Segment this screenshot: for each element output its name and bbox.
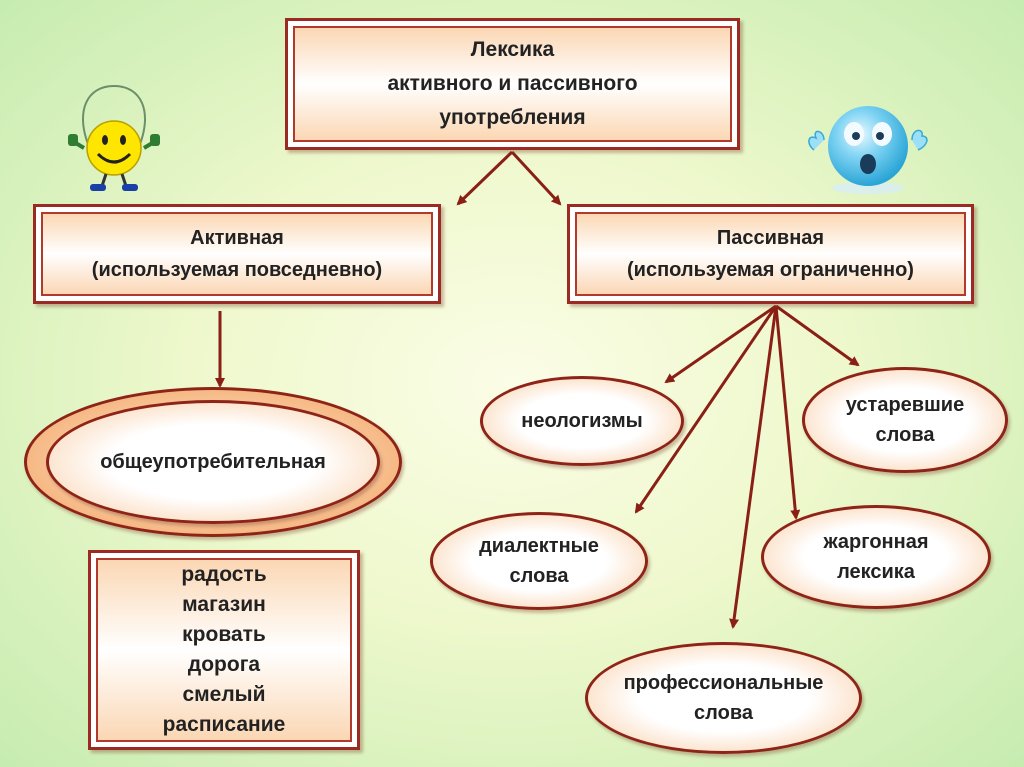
- title-line-1: Лексика: [470, 38, 555, 61]
- neologisms-oval: неологизмы: [480, 376, 684, 466]
- jargon-oval: жаргонная лексика: [761, 505, 991, 609]
- example-word: кровать: [182, 623, 266, 646]
- arrow-to-neologisms: [664, 304, 777, 384]
- common-oval-label: общеупотребительная: [100, 451, 326, 473]
- archaic-label-line-2: слова: [875, 424, 935, 446]
- passive-box: Пассивная (используемая ограниченно): [567, 204, 974, 304]
- passive-subtitle: (используемая ограниченно): [627, 259, 914, 281]
- arrow-to-archaic: [775, 304, 860, 367]
- arrow-to-dialect: [634, 305, 778, 514]
- title-box: Лексика активного и пассивного употребле…: [285, 18, 740, 150]
- professional-label-line-2: слова: [694, 702, 753, 724]
- title-line-3: употребления: [439, 106, 586, 129]
- active-box: Активная (используемая повседневно): [33, 204, 441, 304]
- example-word: дорога: [187, 653, 261, 676]
- arrow-to-active: [456, 150, 514, 206]
- dialect-label-line-2: слова: [509, 565, 569, 587]
- jargon-label-line-1: жаргонная: [823, 531, 929, 553]
- professional-words-oval: профессиональные слова: [585, 642, 862, 754]
- professional-label-line-1: профессиональные: [623, 672, 824, 694]
- arrow-to-passive: [510, 150, 562, 206]
- neologisms-label: неологизмы: [521, 410, 643, 432]
- surprised-blue-face-icon: [808, 106, 928, 194]
- example-word: расписание: [162, 713, 286, 736]
- common-oval: общеупотребительная: [46, 400, 380, 524]
- jargon-label-line-2: лексика: [837, 561, 915, 583]
- arrow-to-professional: [729, 305, 778, 629]
- archaic-words-oval: устаревшие слова: [802, 367, 1008, 473]
- dialect-words-oval: диалектные слова: [430, 512, 648, 610]
- example-words-list: радость магазин кровать дорога смелый ра…: [96, 558, 352, 742]
- title-line-2: активного и пассивного: [387, 72, 638, 95]
- example-words-box: радость магазин кровать дорога смелый ра…: [88, 550, 360, 750]
- passive-title: Пассивная: [716, 227, 825, 249]
- example-word: магазин: [182, 593, 266, 616]
- active-subtitle: (используемая повседневно): [91, 259, 383, 281]
- example-word: радость: [181, 563, 267, 586]
- example-word: смелый: [182, 683, 266, 706]
- active-title: Активная: [190, 227, 284, 249]
- arrow-to-jargon: [774, 305, 801, 520]
- dialect-label-line-1: диалектные: [479, 535, 599, 557]
- jumping-rope-smiley-icon: [68, 84, 160, 191]
- archaic-label-line-1: устаревшие: [845, 394, 965, 416]
